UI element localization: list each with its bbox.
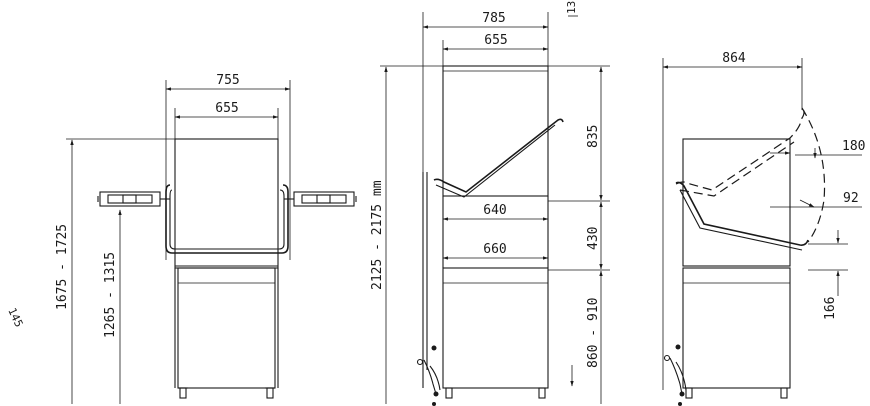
middle-cabinet bbox=[442, 267, 549, 389]
left-edge-label: 145 bbox=[5, 306, 25, 330]
front-height-handles-label: 1265 - 1315 bbox=[103, 252, 118, 338]
side-offset-low-label: 166 bbox=[823, 297, 838, 320]
middle-height-total-label: 2125 - 2175 mm bbox=[370, 180, 385, 290]
side-handle-open bbox=[675, 107, 805, 191]
side-handle-closed bbox=[675, 181, 809, 246]
side-offset-mid-label: 92 bbox=[843, 191, 859, 206]
middle-width-inner-label: 655 bbox=[484, 33, 507, 48]
middle-handle bbox=[433, 118, 564, 193]
middle-opening-height-label: 430 bbox=[586, 227, 601, 250]
side-drain-fittings bbox=[663, 344, 687, 406]
svg-text:145: 145 bbox=[5, 306, 25, 330]
front-handle-right bbox=[284, 191, 357, 207]
front-foot-right bbox=[266, 387, 274, 399]
middle-top-cut-label: 130 bbox=[565, 0, 578, 14]
front-foot-left bbox=[179, 387, 187, 399]
side-hood bbox=[682, 138, 791, 267]
middle-hood-height-label: 835 bbox=[586, 125, 601, 148]
side-offset-top-label: 180 bbox=[842, 139, 865, 154]
front-width-outer-label: 755 bbox=[216, 73, 239, 88]
middle-opening-width-label: 640 bbox=[483, 203, 506, 218]
middle-drain-fittings bbox=[416, 345, 441, 406]
middle-view: 130 785 655 bbox=[370, 0, 610, 406]
front-handle-frame bbox=[165, 184, 289, 254]
front-handle-left bbox=[97, 191, 170, 207]
middle-rack-width-label: 660 bbox=[483, 242, 506, 257]
middle-width-outer-label: 785 bbox=[482, 11, 505, 26]
front-width-inner-label: 655 bbox=[215, 101, 238, 116]
middle-hood bbox=[442, 65, 549, 197]
front-view: 755 655 bbox=[55, 73, 357, 404]
side-swing-arc bbox=[801, 107, 826, 243]
side-view: 864 180 92 166 bbox=[662, 51, 865, 406]
middle-base-height-label: 860 - 910 bbox=[586, 298, 601, 368]
front-cabinet bbox=[177, 267, 276, 389]
side-depth-label: 864 bbox=[722, 51, 746, 66]
side-cabinet bbox=[682, 267, 791, 389]
front-height-total-label: 1675 - 1725 bbox=[55, 224, 70, 310]
